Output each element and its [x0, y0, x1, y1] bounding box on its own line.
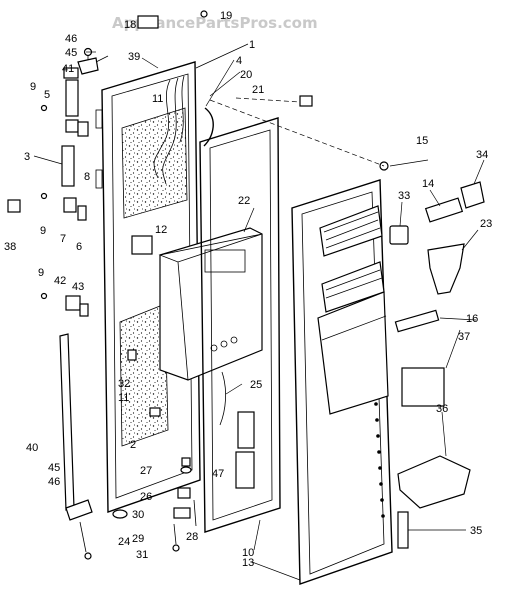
door-gasket-frame — [199, 117, 281, 533]
plug-21 — [299, 95, 313, 107]
label-5: 5 — [44, 89, 50, 101]
label-34: 34 — [476, 149, 488, 161]
label-39: 39 — [128, 51, 140, 63]
label-33: 33 — [398, 190, 410, 202]
part-number-labels: 18 19 1 4 20 21 46 45 39 41 9 5 11 3 8 9… — [4, 10, 492, 569]
label-29: 29 — [132, 533, 144, 545]
label-43: 43 — [72, 281, 84, 293]
label-35: 35 — [470, 525, 482, 537]
screw-19 — [200, 10, 208, 18]
label-13: 13 — [242, 557, 254, 569]
label-28: 28 — [186, 531, 198, 543]
label-32: 32 — [118, 378, 130, 390]
label-21: 21 — [252, 84, 264, 96]
screw-holes — [374, 402, 385, 518]
label-9-c: 9 — [38, 267, 44, 279]
label-16: 16 — [466, 313, 478, 325]
label-23: 23 — [480, 218, 492, 230]
leader-lines — [33, 43, 485, 581]
label-26: 26 — [140, 491, 152, 503]
dispenser-front-door — [291, 179, 445, 585]
drip-tray-36 — [397, 455, 471, 509]
trim-16 — [394, 309, 440, 333]
label-6: 6 — [76, 241, 82, 253]
label-7: 7 — [60, 233, 66, 245]
watermark-text: AppliancePartsPros.com — [112, 14, 318, 32]
label-40: 40 — [26, 442, 38, 454]
label-2: 2 — [130, 439, 136, 451]
label-24: 24 — [118, 536, 130, 548]
insulation-top — [121, 107, 188, 219]
label-36: 36 — [436, 403, 448, 415]
label-37: 37 — [458, 331, 470, 343]
label-12: 12 — [155, 224, 167, 236]
label-27: 27 — [140, 465, 152, 477]
bottom-hardware — [112, 457, 197, 552]
label-3: 3 — [24, 151, 30, 163]
label-9-a: 9 — [30, 81, 36, 93]
label-38: 38 — [4, 241, 16, 253]
label-30: 30 — [132, 509, 144, 521]
cap-34 — [460, 181, 485, 209]
part-33 — [389, 225, 409, 245]
label-8: 8 — [84, 171, 90, 183]
label-14: 14 — [422, 178, 434, 190]
label-45-top: 45 — [65, 47, 77, 59]
label-25: 25 — [250, 379, 262, 391]
label-46-bottom: 46 — [48, 476, 60, 488]
tube-25 — [219, 371, 226, 426]
left-hardware — [7, 47, 99, 560]
label-10: 10 — [242, 547, 254, 559]
label-47: 47 — [212, 468, 224, 480]
label-11-top: 11 — [152, 93, 163, 105]
connector-18 — [137, 15, 159, 29]
bracket-35 — [397, 511, 409, 549]
label-20: 20 — [240, 69, 252, 81]
label-45-bottom: 45 — [48, 462, 60, 474]
label-9-b: 9 — [40, 225, 46, 237]
trim-14 — [424, 197, 464, 223]
label-4: 4 — [236, 55, 242, 67]
label-18: 18 — [124, 19, 136, 31]
label-31: 31 — [136, 549, 148, 561]
label-15: 15 — [416, 135, 428, 147]
label-41: 41 — [62, 63, 74, 75]
label-1: 1 — [249, 39, 255, 51]
wire-harness — [153, 79, 171, 179]
label-42: 42 — [54, 275, 66, 287]
module-47-lower — [235, 451, 255, 489]
label-22: 22 — [238, 195, 250, 207]
label-11-lower: 11 — [118, 392, 129, 404]
chute-23 — [427, 243, 465, 295]
label-19: 19 — [220, 10, 232, 22]
bracket-12 — [131, 235, 153, 255]
module-47-upper — [237, 411, 255, 449]
clip-2 — [149, 407, 161, 417]
outer-door-panel — [95, 61, 201, 513]
tube-4 — [203, 107, 214, 147]
clip-32 — [127, 349, 137, 361]
pad-37 — [401, 367, 445, 407]
label-46-top: 46 — [65, 33, 77, 45]
